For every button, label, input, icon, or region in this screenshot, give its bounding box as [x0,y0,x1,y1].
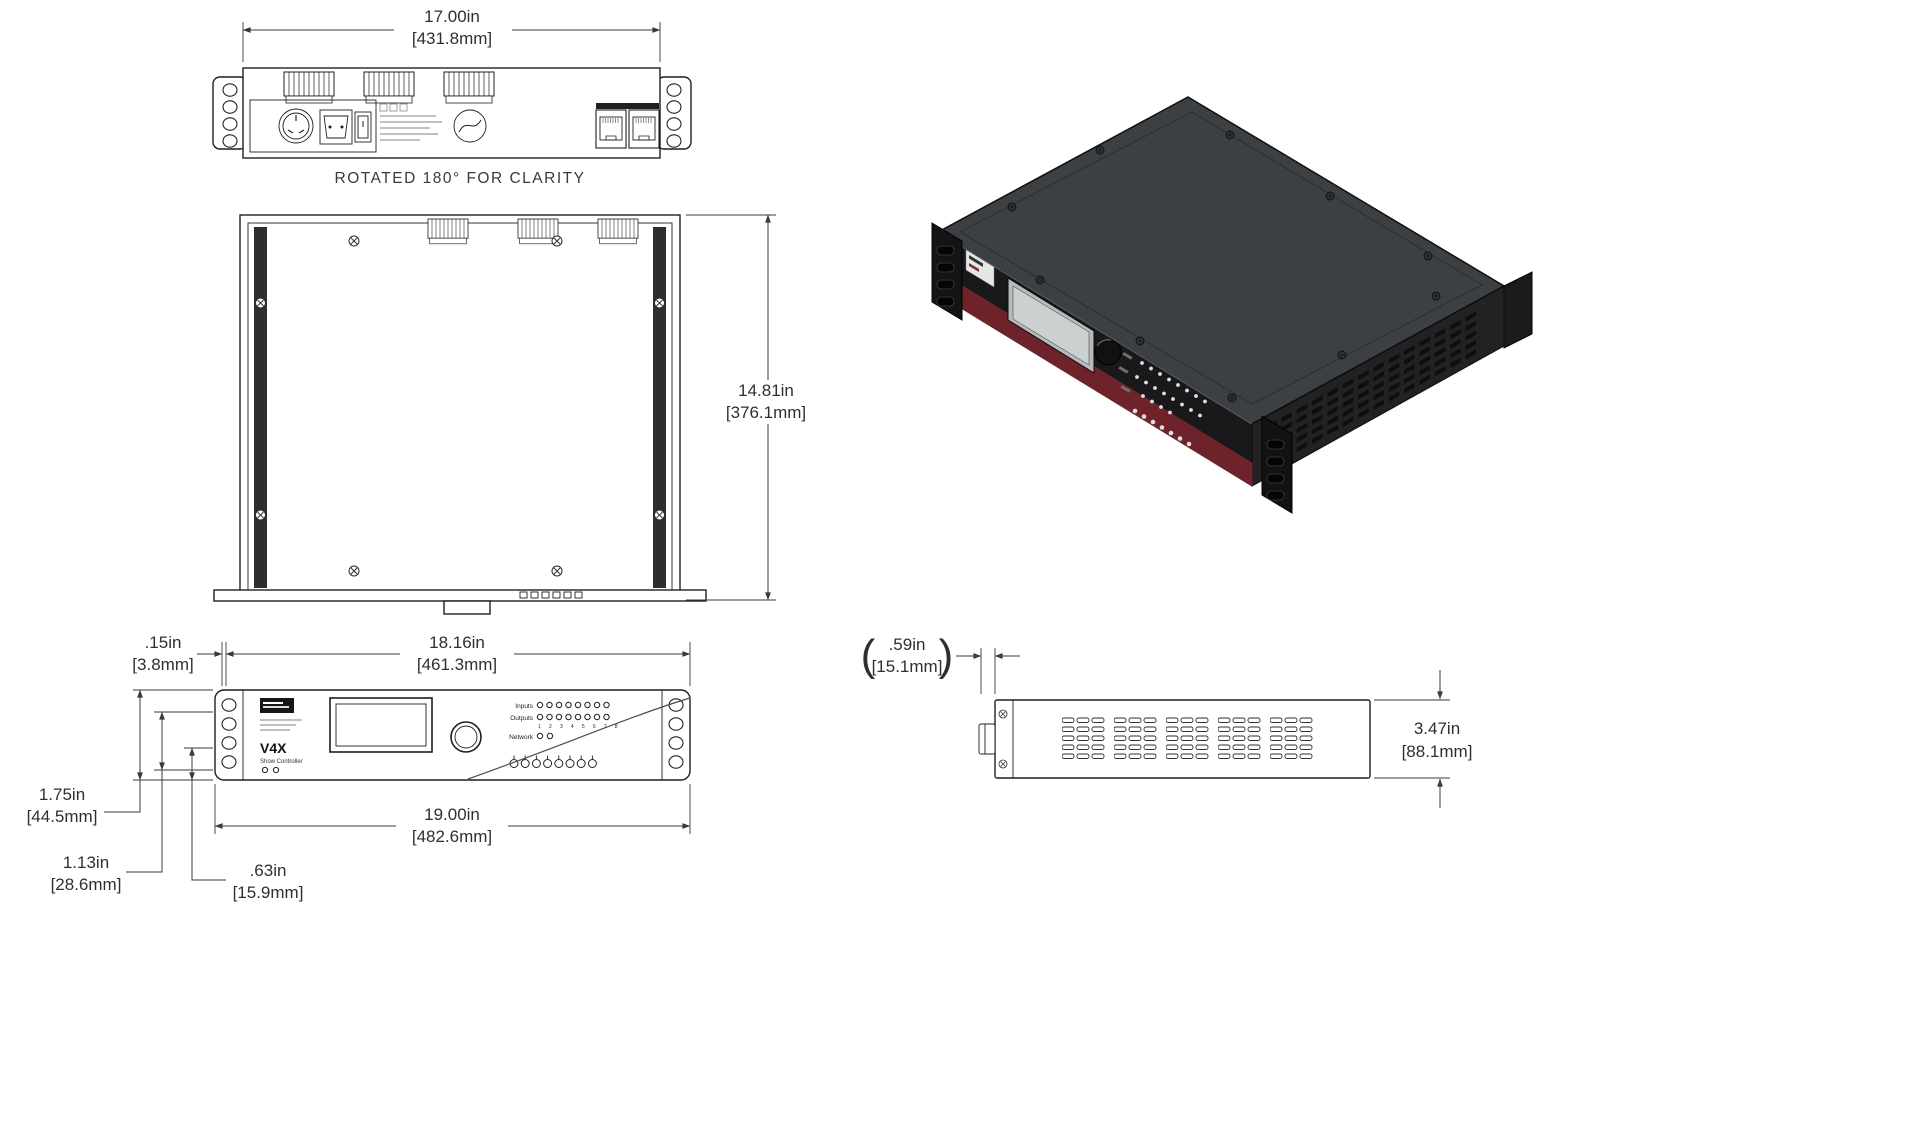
front-knob[interactable] [450,721,482,753]
inputs-label: Inputs [515,703,533,710]
dim-rear-width-mm: [431.8mm] [412,29,492,48]
front-button-row[interactable] [509,755,597,768]
front-status-led-2 [272,766,280,774]
dim-height-mm: [44.5mm] [27,807,98,826]
rear-view: 17.00in [431.8mm] [212,6,692,187]
dim-inner-width-mm: [461.3mm] [417,655,497,674]
dim-front-depth-in: .59in [889,635,926,654]
dim-outer-width-in: 19.00in [424,805,480,824]
dim-front-outer-width: 19.00in [482.6mm] [214,784,691,848]
top-side-rail-right [653,227,666,588]
paren-close: ) [939,631,954,680]
iso-rear-flap [1503,271,1533,349]
dim-front-inner-width: 18.16in [461.3mm] [225,632,691,686]
dim-front-hole-offset: .63in [15.9mm] [184,747,304,902]
dim-front-offset: .15in [3.8mm] [132,633,227,686]
side-vent-grid [1062,716,1318,762]
dim-hole-span-mm: [28.6mm] [51,875,122,894]
rear-knockout [453,109,487,143]
dim-side-height-mm: [88.1mm] [1402,742,1473,761]
dim-side-front-depth: ( ) .59in [15.1mm] [861,631,1020,694]
dim-top-depth-mm: [376.1mm] [726,403,806,422]
iso-front-top-edge [937,231,1253,425]
iso-right-ear [1261,415,1293,514]
power-switch [354,111,372,143]
dim-front-depth-mm: [15.1mm] [872,657,943,676]
top-view: 14.81in [376.1mm] [213,214,816,615]
top-front-slots [519,591,583,599]
isometric-view [931,96,1533,514]
top-chassis-outline [239,214,681,601]
iso-right-top-edge [1251,285,1505,425]
dim-rear-width-in: 17.00in [424,7,480,26]
paren-open: ( [861,631,876,680]
iso-led-text-marks [1118,352,1133,393]
ethernet-ports [595,103,660,149]
iso-vent-grid [1266,311,1477,469]
dim-top-depth-in: 14.81in [738,381,794,400]
power-connector [278,108,314,144]
network-label: Network [509,734,534,741]
front-led-grid [536,701,610,740]
dim-rear-width: 17.00in [431.8mm] [242,6,661,62]
dim-hole-offset-in: .63in [250,861,287,880]
front-swoosh-graphic [467,697,691,780]
brand-label: V4X [260,740,287,756]
iso-display [1007,277,1095,374]
front-view: V4X Show Controller Inputs Outputs Netwo… [27,632,691,902]
front-status-led-1 [261,766,269,774]
iso-front-label [965,248,995,288]
side-knob-profile [978,723,996,755]
front-logo-block [260,698,302,731]
dim-front-hole-span: 1.13in [28.6mm] [51,711,213,894]
iso-top-screws [1007,130,1441,403]
outputs-numbers: 1 2 3 4 5 6 7 8 [538,724,621,730]
iso-left-ear [931,222,963,321]
dim-offset-mm: [3.8mm] [132,655,193,674]
dim-outer-width-mm: [482.6mm] [412,827,492,846]
front-display [329,697,433,753]
dim-side-height: 3.47in [88.1mm] [1374,670,1472,808]
dim-side-height-in: 3.47in [1414,719,1460,738]
iso-lid-seam [958,111,1484,405]
rear-view-caption: ROTATED 180° FOR CLARITY [335,170,586,187]
iec-inlet [319,109,353,145]
top-front-tab [443,600,491,615]
dim-hole-offset-mm: [15.9mm] [233,883,304,902]
iso-led-grid [1132,361,1207,447]
certification-label [379,103,442,141]
outputs-label: Outputs [510,715,534,722]
dim-height-in: 1.75in [39,785,85,804]
dim-front-height: 1.75in [44.5mm] [27,689,213,826]
power-module-outline [249,99,377,153]
iso-knob [1094,338,1122,366]
top-front-panel-strip [213,589,707,602]
side-view: ( ) .59in [15.1mm] 3.47in [88.1mm] [861,631,1472,808]
top-side-rail-left [254,227,267,588]
top-terminal-blocks [427,218,639,245]
dim-top-depth: 14.81in [376.1mm] [686,214,816,601]
terminal-blocks [283,71,495,104]
dim-hole-span-in: 1.13in [63,853,109,872]
brand-sublabel: Show Controller [260,759,303,765]
dim-inner-width-in: 18.16in [429,633,485,652]
dim-offset-in: .15in [145,633,182,652]
